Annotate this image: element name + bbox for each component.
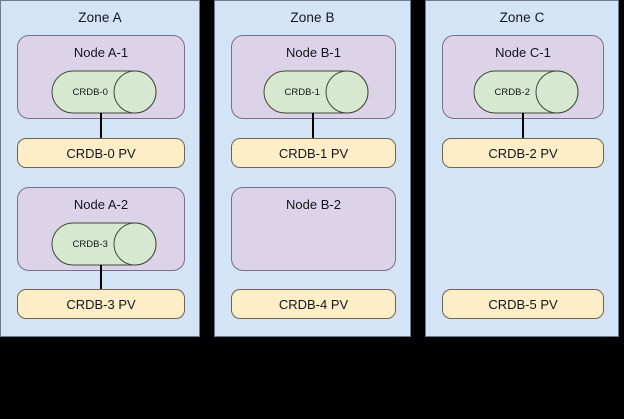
node-b-2[interactable]: Node B-2 (231, 187, 396, 271)
node-b-1-label: Node B-1 (286, 45, 341, 60)
connector-node-b-1-to-pv-crdb-1 (312, 113, 314, 138)
database-cylinder-crdb-3[interactable]: CRDB-3 (51, 222, 157, 266)
node-a-2[interactable]: Node A-2 CRDB-3 (17, 187, 185, 271)
node-c-1-label: Node C-1 (495, 45, 551, 60)
node-a-2-label: Node A-2 (73, 197, 129, 212)
connector-node-a-1-to-pv-crdb-0 (100, 113, 102, 138)
zone-title-c: Zone C (499, 10, 545, 25)
node-b-1[interactable]: Node B-1 CRDB-1 (231, 35, 396, 119)
connector-node-a-2-to-pv-crdb-3 (100, 265, 102, 289)
node-a-1[interactable]: Node A-1 CRDB-0 (17, 35, 185, 119)
zone-panel-c: Zone C Node C-1 CRDB-2 CRDB-2 PV CRDB-5 … (425, 0, 619, 337)
database-cylinder-crdb-2[interactable]: CRDB-2 (473, 70, 579, 114)
zone-title-a: Zone A (78, 10, 122, 25)
zone-panel-b: Zone B Node B-1 CRDB-1 CRDB-1 PV Node B-… (214, 0, 411, 337)
zone-title-b: Zone B (290, 10, 335, 25)
pv-crdb-1[interactable]: CRDB-1 PV (231, 138, 396, 168)
database-cylinder-crdb-0[interactable]: CRDB-0 (51, 70, 157, 114)
connector-node-c-1-to-pv-crdb-2 (522, 113, 524, 138)
pv-crdb-4[interactable]: CRDB-4 PV (231, 289, 396, 319)
pv-crdb-0[interactable]: CRDB-0 PV (17, 138, 185, 168)
database-cylinder-crdb-1[interactable]: CRDB-1 (263, 70, 369, 114)
pv-crdb-2[interactable]: CRDB-2 PV (442, 138, 604, 168)
node-a-1-label: Node A-1 (73, 45, 129, 60)
node-b-2-label: Node B-2 (286, 197, 341, 212)
node-c-1[interactable]: Node C-1 CRDB-2 (442, 35, 604, 119)
zone-panel-a: Zone A Node A-1 CRDB-0 CRDB-0 PV Node A-… (0, 0, 200, 337)
pv-crdb-5[interactable]: CRDB-5 PV (442, 289, 604, 319)
pv-crdb-3[interactable]: CRDB-3 PV (17, 289, 185, 319)
